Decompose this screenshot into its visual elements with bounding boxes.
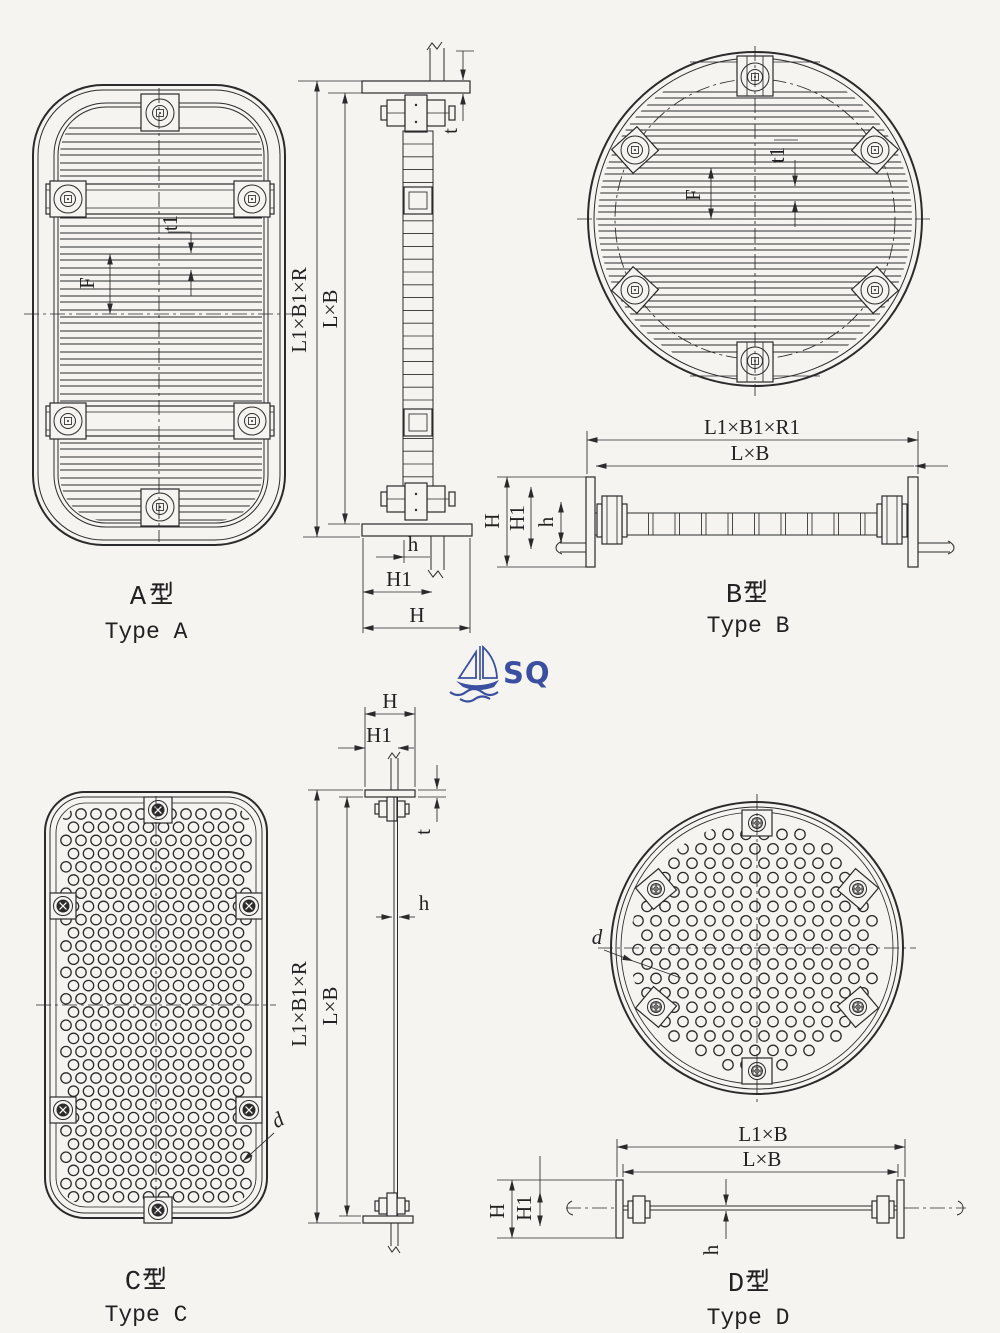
type-c-cn-letter: C [125,1268,141,1298]
dim-label-t1: t1 [765,147,789,163]
dim-label-outer: L1×B1×R [287,267,311,353]
dim-label-h: h [408,532,419,556]
type-d-en-label: Type D [707,1305,790,1331]
pipe-break [426,41,443,51]
type-a-side-view: L1×B1×R L×B t h H1 H [287,41,474,633]
type-c-side-view: H H1 t h L1×B1×R L×B [287,689,446,1254]
louver-slats [60,127,262,521]
bolt-stack-top [380,94,456,133]
type-a-cn-letter: A [130,583,147,613]
type-c-front-view: d [36,791,288,1224]
pipe-break [427,569,444,579]
perforation-holes [60,808,252,1203]
dim-label-H1: H1 [386,567,412,591]
dim-label-t: t [411,829,435,835]
pipe-break [947,540,955,555]
sailboat-icon [449,644,499,703]
type-d-cn-letter: D [728,1270,744,1300]
dim-label-outer: L1×B1×R [287,961,311,1047]
type-a-front-view: t1 F [24,84,294,546]
dim-label-outer: L1×B1×R1 [704,415,800,439]
dim-label-t: t [438,128,462,134]
dim-label-inner: L×B [318,987,342,1026]
dimension-F: F [681,167,714,220]
type-d-front-view: d [592,794,916,1102]
dim-label-inner: L×B [731,441,770,465]
type-b-side-view: L1×B1×R1 L×B H H1 h [480,415,955,568]
pipe-break [387,751,401,760]
dimension-F: F [75,253,113,315]
dimension-d: d [592,925,682,979]
type-b-cn-letter: B [726,581,742,611]
dim-label-H: H [382,689,397,713]
dim-label-H: H [480,513,504,528]
type-c-en-label: Type C [105,1302,188,1328]
dim-label-inner: L×B [318,290,342,329]
type-b-label: B Type B [707,579,790,639]
type-b-front-view: F t1 [577,46,933,396]
pipe-break [387,1245,401,1254]
dim-label-h: h [534,516,558,527]
pipe-break [566,1200,574,1216]
type-a-label: A Type A [105,581,188,645]
dim-label-h: h [419,891,430,915]
dim-label-H1: H1 [505,505,529,531]
dim-label-H1: H1 [366,723,392,747]
dim-label-H1: H1 [512,1195,536,1221]
dim-label-H: H [409,603,424,627]
type-d-label: D Type D [707,1268,790,1331]
type-a-en-label: Type A [105,619,188,645]
bolt-stack-right [876,495,908,545]
sq-logo: SQ [449,644,551,703]
dim-label-t1: t1 [158,215,182,231]
bolt-stack-left [596,495,628,545]
bolt-stack-right [871,1195,895,1224]
louver-segments [621,513,866,535]
pipe-break [956,1200,964,1216]
dimension-t1: t1 [765,139,798,227]
dim-label-h: h [699,1244,723,1255]
type-d-side-view: L1×B L×B H H1 h [485,1122,966,1255]
type-c-label: C Type C [105,1266,188,1328]
bolt-stack-bottom [380,482,456,521]
bolt-stack-bottom [374,1192,410,1219]
bolt-stack-top [374,796,410,822]
dim-label-F: F [681,189,705,201]
bolt-stack-left [627,1195,651,1224]
dimension-t1: t1 [158,215,194,296]
type-b-en-label: Type B [707,613,790,639]
dim-label-H: H [485,1203,509,1218]
logo-text: SQ [503,656,551,690]
dim-label-F: F [75,277,99,289]
mounting-bar-bottom [45,402,275,440]
mounting-bar-top [45,180,275,218]
dim-label-outer: L1×B [738,1122,787,1146]
dim-label-inner: L×B [743,1147,782,1171]
dim-label-d: d [592,925,603,949]
